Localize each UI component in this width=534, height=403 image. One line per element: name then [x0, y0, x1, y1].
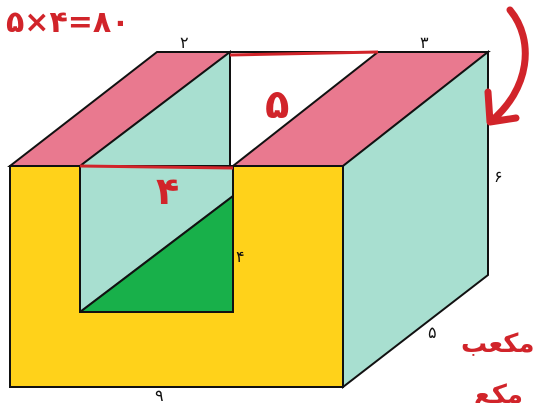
- equation-text: ۵×۴=۸۰: [6, 5, 130, 40]
- cavity-diagonal: [79, 195, 234, 313]
- front-face: [9, 165, 344, 388]
- cavity-length-label: ۵: [265, 82, 289, 128]
- cavity-width-label: ۴: [156, 169, 179, 213]
- red-line-front: [79, 164, 234, 170]
- cavity-depth-label: ۴: [236, 247, 245, 266]
- red-arrow-icon: [484, 6, 529, 126]
- top-left-width-label: ۲: [180, 33, 189, 52]
- side-text-line2: مکع: [474, 380, 523, 403]
- top-right-width-label: ۳: [420, 33, 429, 52]
- height-label: ۶: [494, 167, 503, 186]
- side-text-line1: مکعب: [461, 329, 534, 359]
- depth-label: ۵: [428, 323, 437, 342]
- bottom-length-label: ۹: [155, 386, 164, 403]
- red-line-top: [229, 50, 379, 57]
